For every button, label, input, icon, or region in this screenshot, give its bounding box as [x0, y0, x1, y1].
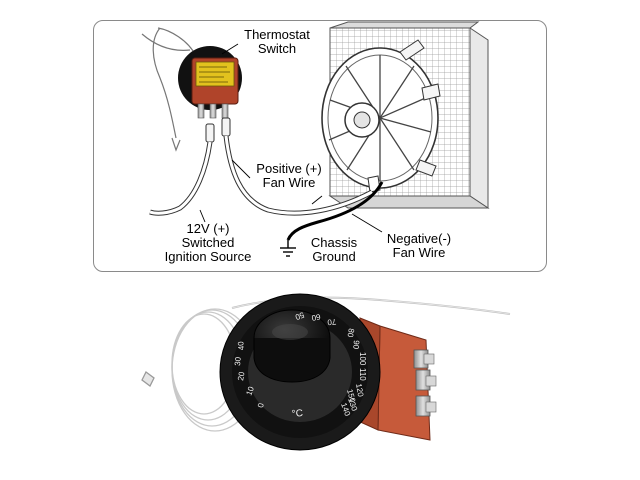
positive-fan-wire	[223, 135, 374, 216]
ignition-label-line3: Ignition Source	[164, 249, 252, 264]
dial-scale-label: 0	[256, 402, 266, 408]
dial-scale-label: 10	[244, 385, 256, 397]
ignition-label-line1: 12V (+)	[186, 221, 230, 236]
dial-scale-label: 80	[345, 328, 356, 339]
dial-scale-label: 70	[326, 317, 336, 327]
negative-label-line2: Fan Wire	[392, 245, 446, 260]
thermostat-label-line2: Switch	[257, 41, 297, 56]
ignition-wire	[149, 141, 213, 216]
chassis-label-line2: Ground	[312, 249, 356, 264]
thermostat-label-line1: Thermostat	[244, 27, 310, 42]
thermostat-switch-label: Thermostat Switch	[236, 28, 318, 56]
negative-label-line1: Negative(-)	[386, 231, 452, 246]
ignition-source-label: 12V (+) Switched Ignition Source	[154, 222, 262, 264]
dial-scale-label: 50	[293, 310, 305, 322]
leader-lines	[199, 43, 383, 233]
chassis-ground-label: Chassis Ground	[302, 236, 366, 264]
dial-scale-label: 20	[236, 370, 247, 381]
positive-label-line2: Fan Wire	[262, 175, 316, 190]
ground-symbol	[280, 240, 296, 257]
dial-unit-label: °C	[291, 408, 303, 420]
dial-scale-label: 110	[358, 368, 367, 381]
electric-fan	[321, 39, 441, 193]
dial-scale-label: 140	[339, 402, 352, 418]
chassis-label-line1: Chassis	[310, 235, 358, 250]
ignition-label-line2: Switched	[181, 235, 235, 250]
dial-scale-label: 120	[354, 383, 365, 398]
thermostat-switch	[178, 46, 242, 143]
dial-scale-label: 100	[358, 352, 367, 366]
dial-scale-label: 60	[310, 312, 321, 323]
positive-fan-wire-label: Positive (+) Fan Wire	[248, 162, 330, 190]
negative-fan-wire	[286, 181, 384, 241]
terminals	[413, 349, 437, 417]
negative-fan-wire-label: Negative(-) Fan Wire	[378, 232, 460, 260]
dial-scale-label: 30	[233, 356, 243, 366]
positive-label-line1: Positive (+)	[256, 161, 322, 176]
dial-scale-label: 40	[236, 340, 246, 350]
dial-scale-label: 130	[346, 397, 359, 413]
dial-knob	[253, 309, 331, 383]
dial-scale-label: 150	[345, 388, 357, 404]
dial-scale-label: 90	[351, 340, 361, 350]
